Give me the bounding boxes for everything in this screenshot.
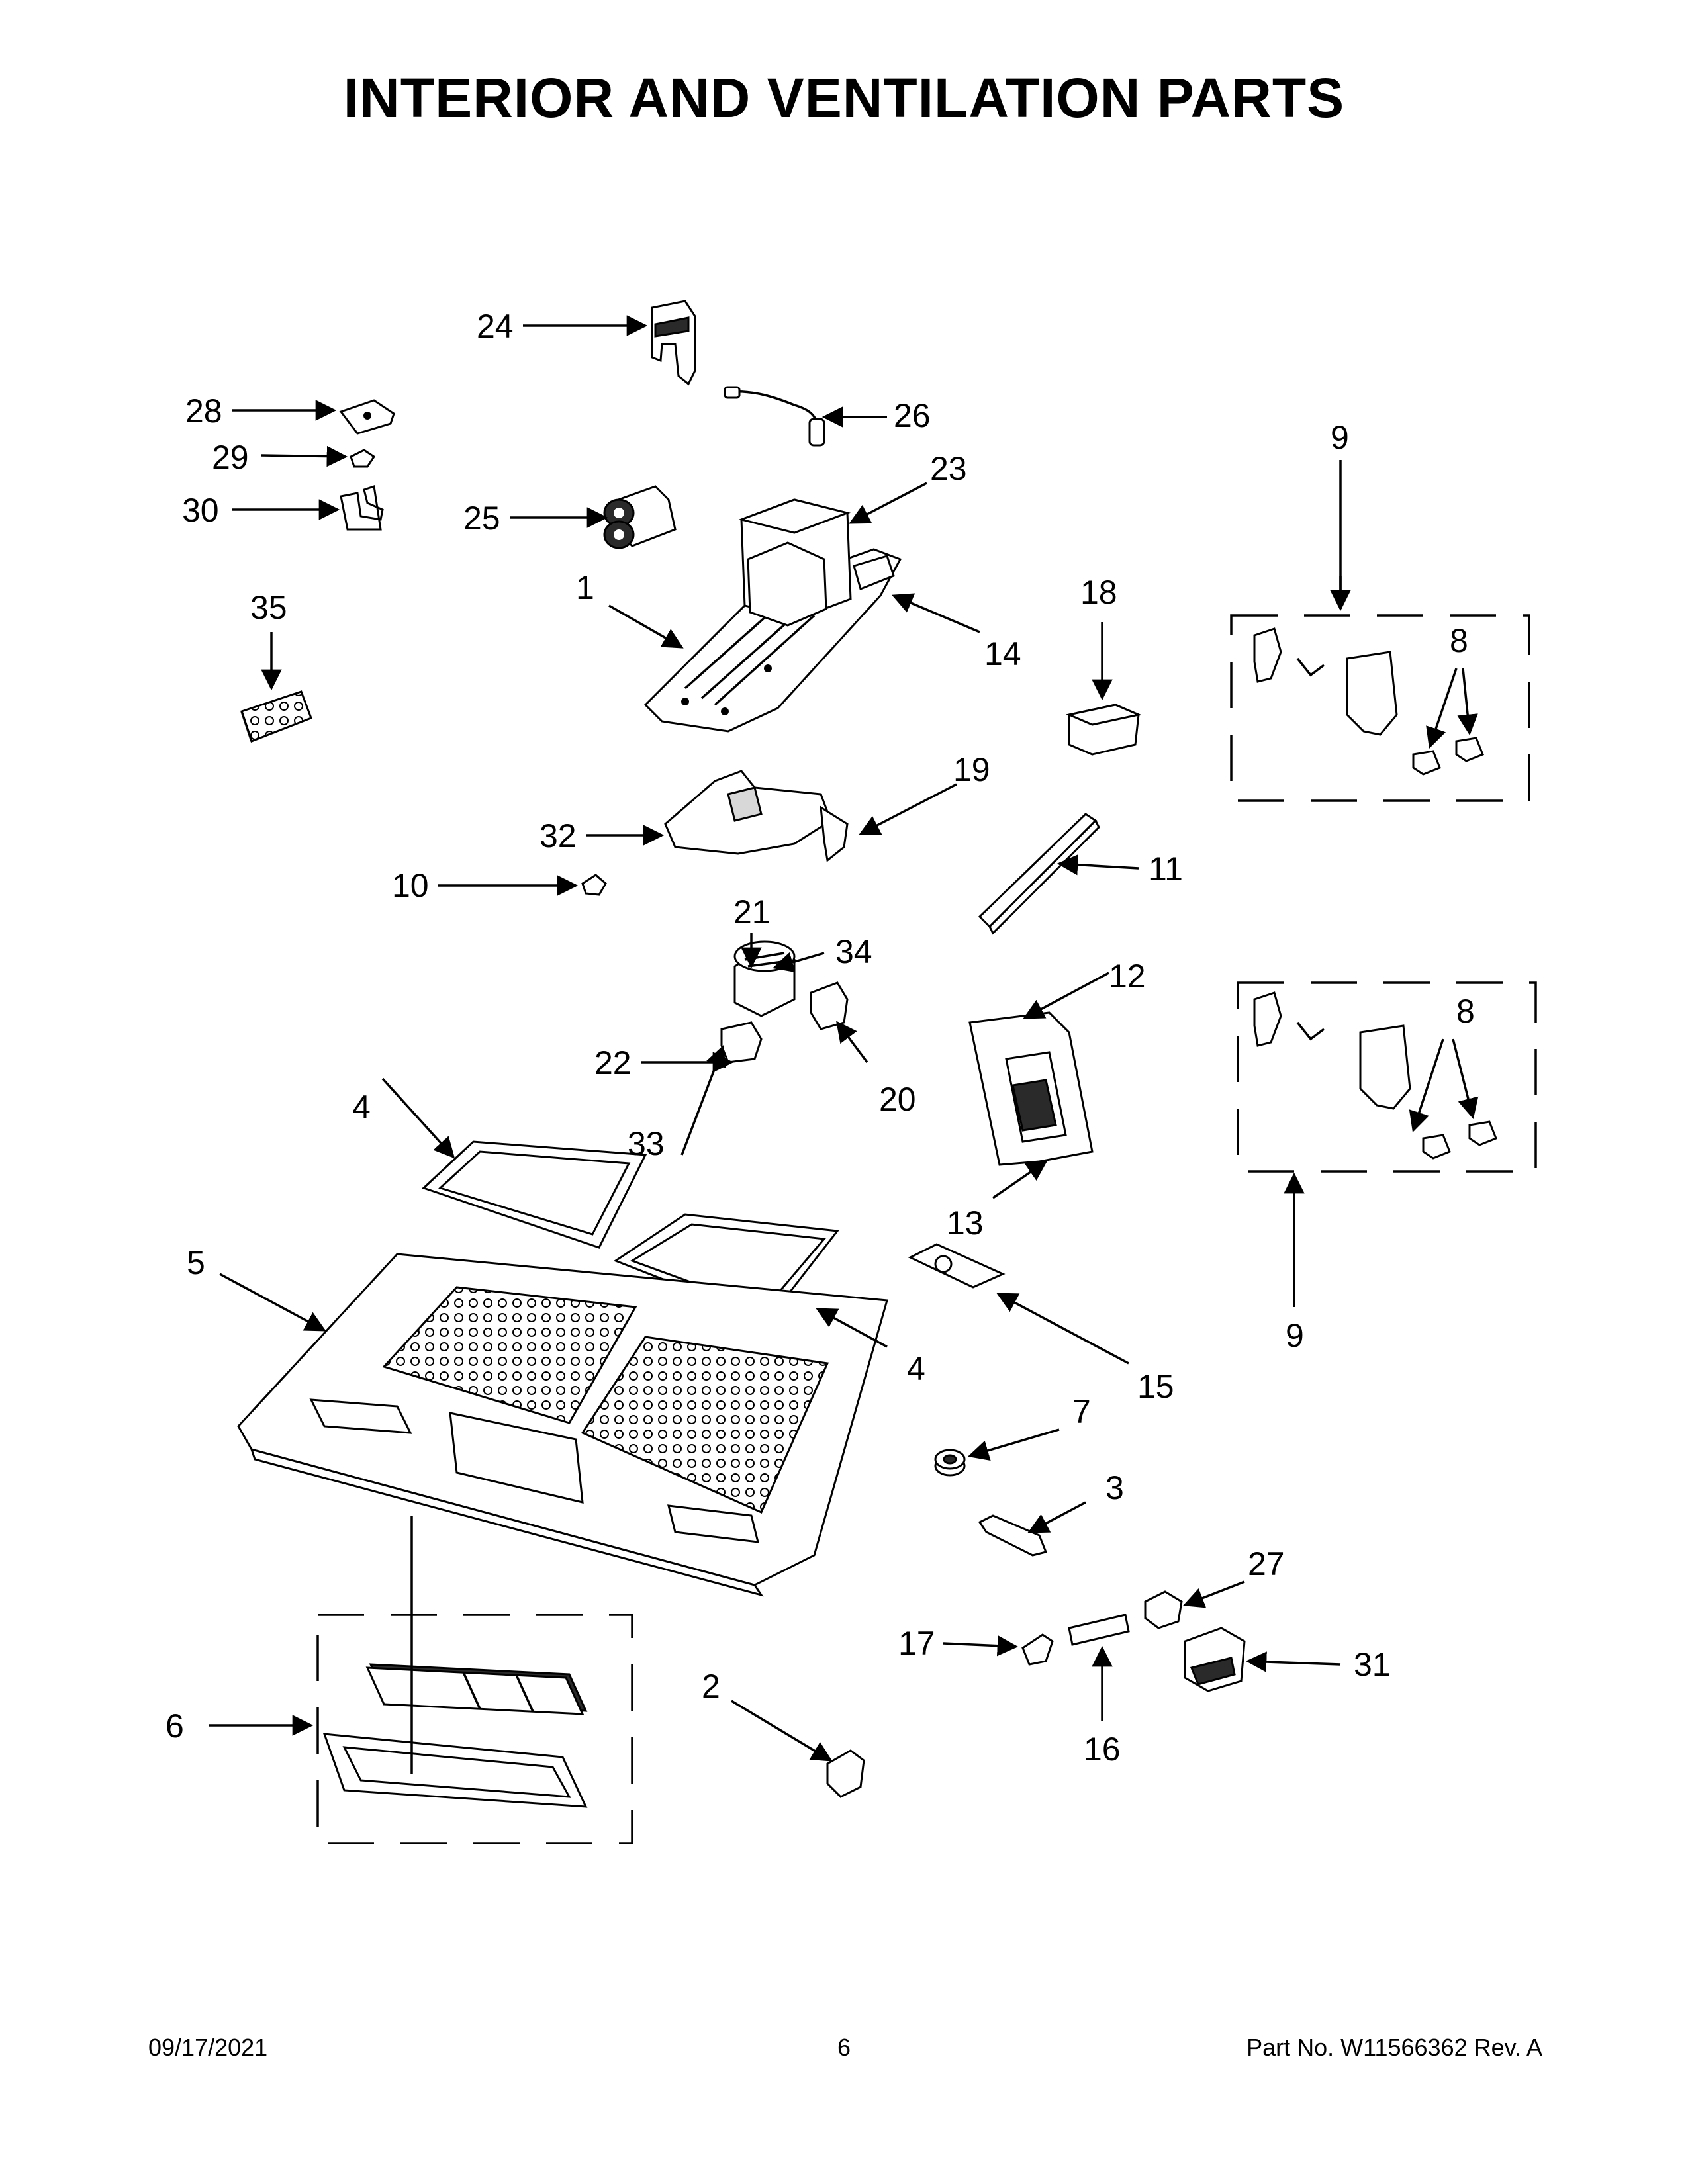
part-22-motor	[733, 940, 796, 1017]
callout-25: 25	[463, 500, 500, 537]
callout-17: 17	[898, 1625, 935, 1662]
callout-27: 27	[1248, 1545, 1285, 1582]
part-6-filter-assembly	[322, 1663, 588, 1808]
callout-32: 32	[539, 817, 577, 854]
part-2-switch	[826, 1749, 865, 1798]
callout-10: 10	[392, 867, 429, 904]
part-15-plate	[908, 1243, 1006, 1289]
leader-lines	[209, 315, 1479, 1762]
callout-4-top: 4	[352, 1089, 371, 1126]
callout-29: 29	[212, 439, 249, 476]
dashed-box-9-top	[1230, 614, 1530, 802]
callout-34: 34	[835, 933, 872, 970]
part-3-bracket	[978, 1514, 1048, 1557]
callout-5: 5	[187, 1244, 205, 1281]
dashed-box-6	[316, 1614, 633, 1844]
part-23-transformer	[737, 498, 852, 627]
part-5-panel	[237, 1253, 888, 1597]
part-10-clip	[581, 874, 607, 896]
callout-15: 15	[1137, 1368, 1174, 1405]
part-28-bracket	[339, 399, 395, 435]
part-12-damper	[968, 1011, 1094, 1166]
dashed-box-9-bottom	[1237, 981, 1537, 1173]
callout-18: 18	[1080, 574, 1117, 611]
part-9-switch-assembly-bottom	[1253, 991, 1497, 1160]
part-35-grille	[240, 690, 312, 743]
footer-date: 09/17/2021	[148, 2034, 268, 2061]
callout-22: 22	[594, 1044, 632, 1081]
callout-labels: 24 26 28 29 30 25 23 1 14 35 18 9 8 19 3…	[165, 308, 1475, 1768]
callout-12: 12	[1109, 958, 1146, 995]
callout-8-bottom: 8	[1456, 993, 1475, 1030]
callout-11: 11	[1149, 850, 1183, 887]
part-4-filter-left	[422, 1140, 647, 1249]
part-32-housing	[664, 770, 849, 862]
callout-21: 21	[733, 893, 771, 931]
callout-23: 23	[930, 450, 967, 487]
part-20-bracket	[810, 981, 849, 1030]
callout-14: 14	[984, 635, 1021, 672]
part-24-bracket	[651, 300, 696, 386]
callout-28: 28	[185, 392, 222, 430]
part-33-bracket	[720, 1021, 763, 1064]
part-30-bracket	[340, 485, 384, 531]
callout-9-top: 9	[1331, 419, 1349, 456]
footer-part-number: Part No. W11566362 Rev. A	[1246, 2034, 1542, 2061]
part-31-housing	[1184, 1627, 1246, 1692]
callout-35: 35	[250, 589, 287, 626]
part-17-lamp-holder	[1021, 1633, 1054, 1666]
callout-2: 2	[702, 1668, 720, 1705]
callout-1: 1	[576, 569, 594, 606]
callout-13: 13	[947, 1205, 984, 1242]
part-14-diode	[853, 555, 895, 591]
callout-9-bottom: 9	[1286, 1317, 1304, 1354]
page-title: INTERIOR AND VENTILATION PARTS	[343, 67, 1345, 129]
callout-8-top: 8	[1450, 622, 1468, 659]
part-11-rail	[978, 813, 1100, 935]
callout-19: 19	[953, 751, 990, 788]
callout-3: 3	[1105, 1469, 1124, 1506]
footer-page-number: 6	[837, 2034, 851, 2061]
part-18-box	[1066, 704, 1142, 756]
part-9-switch-assembly-top	[1253, 627, 1484, 776]
callout-16: 16	[1084, 1731, 1121, 1768]
callout-26: 26	[894, 397, 931, 434]
callout-6: 6	[165, 1707, 184, 1745]
callout-33: 33	[628, 1125, 665, 1162]
callout-7: 7	[1072, 1393, 1091, 1430]
part-16-lens	[1068, 1614, 1130, 1646]
part-29-clip	[350, 449, 376, 468]
callout-30: 30	[182, 492, 219, 529]
part-26-wire	[724, 386, 825, 447]
part-7-grommet	[934, 1449, 966, 1477]
callout-4-right: 4	[907, 1350, 925, 1387]
callout-24: 24	[477, 308, 514, 345]
part-27-lamp-socket	[1144, 1590, 1183, 1629]
callout-31: 31	[1354, 1646, 1391, 1683]
part-25-capacitor	[603, 485, 677, 549]
callout-20: 20	[879, 1081, 916, 1118]
